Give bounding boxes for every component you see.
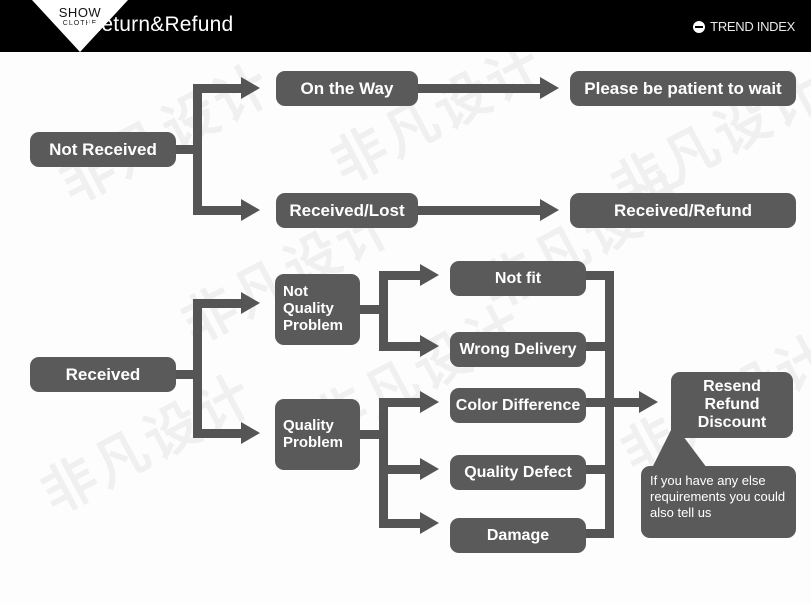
- connector-bus: [193, 303, 202, 438]
- arrow-head: [241, 292, 260, 314]
- connector-line: [580, 271, 614, 280]
- logo-secondary-text: CLOTHE: [62, 20, 98, 27]
- connector-line: [415, 84, 545, 93]
- connector-line: [379, 519, 424, 528]
- node-color-difference[interactable]: Color Difference: [450, 388, 586, 423]
- arrow-head: [241, 199, 260, 221]
- arrow-head: [540, 199, 559, 221]
- brand-label: TREND INDEX: [710, 19, 795, 34]
- connector-line: [580, 342, 614, 351]
- arrow-head: [639, 391, 658, 413]
- node-on-the-way[interactable]: On the Way: [276, 71, 418, 106]
- node-received-refund[interactable]: Received/Refund: [570, 193, 796, 228]
- connector-line: [160, 145, 202, 154]
- arrow-head: [420, 391, 439, 413]
- show-clothe-logo: SHOW CLOTHE: [32, 0, 128, 52]
- logo-primary-text: SHOW: [58, 5, 102, 20]
- arrow-head: [241, 77, 260, 99]
- arrow-head: [420, 335, 439, 357]
- connector-line: [580, 398, 614, 407]
- node-wrong-delivery[interactable]: Wrong Delivery: [450, 332, 586, 367]
- connector-line: [379, 398, 424, 407]
- connector-line: [605, 398, 643, 407]
- arrow-head: [420, 264, 439, 286]
- arrow-head: [241, 422, 260, 444]
- connector-line: [580, 529, 614, 538]
- connector-bus: [379, 275, 388, 351]
- connector-line: [193, 84, 245, 93]
- connector-line: [193, 206, 245, 215]
- node-received-lost[interactable]: Received/Lost: [276, 193, 418, 228]
- node-damage[interactable]: Damage: [450, 518, 586, 553]
- node-not-received[interactable]: Not Received: [30, 132, 176, 167]
- globe-icon: [693, 20, 706, 33]
- connector-line: [415, 206, 545, 215]
- connector-line: [358, 305, 386, 314]
- connector-line: [358, 430, 386, 439]
- connector-line: [193, 429, 245, 438]
- connector-line: [160, 370, 202, 379]
- node-quality-defect[interactable]: Quality Defect: [450, 455, 586, 490]
- brand-badge: TREND INDEX: [693, 19, 795, 34]
- connector-line: [379, 342, 424, 351]
- node-not-fit[interactable]: Not fit: [450, 261, 586, 296]
- page-title: Return&Refund: [86, 13, 234, 36]
- connector-bus: [193, 88, 202, 215]
- arrow-head: [420, 458, 439, 480]
- connector-line: [193, 299, 245, 308]
- connector-bus: [379, 398, 388, 528]
- callout-note: If you have any else requirements you co…: [641, 466, 796, 538]
- triangle-logo-icon: [32, 0, 128, 52]
- arrow-head: [420, 512, 439, 534]
- arrow-head: [540, 77, 559, 99]
- connector-line: [580, 465, 614, 474]
- connector-line: [379, 271, 424, 280]
- app-header: SHOW CLOTHE Return&Refund TREND INDEX: [0, 0, 811, 52]
- connector-line: [379, 465, 424, 474]
- node-received[interactable]: Received: [30, 357, 176, 392]
- node-please-be-patient[interactable]: Please be patient to wait: [570, 71, 796, 106]
